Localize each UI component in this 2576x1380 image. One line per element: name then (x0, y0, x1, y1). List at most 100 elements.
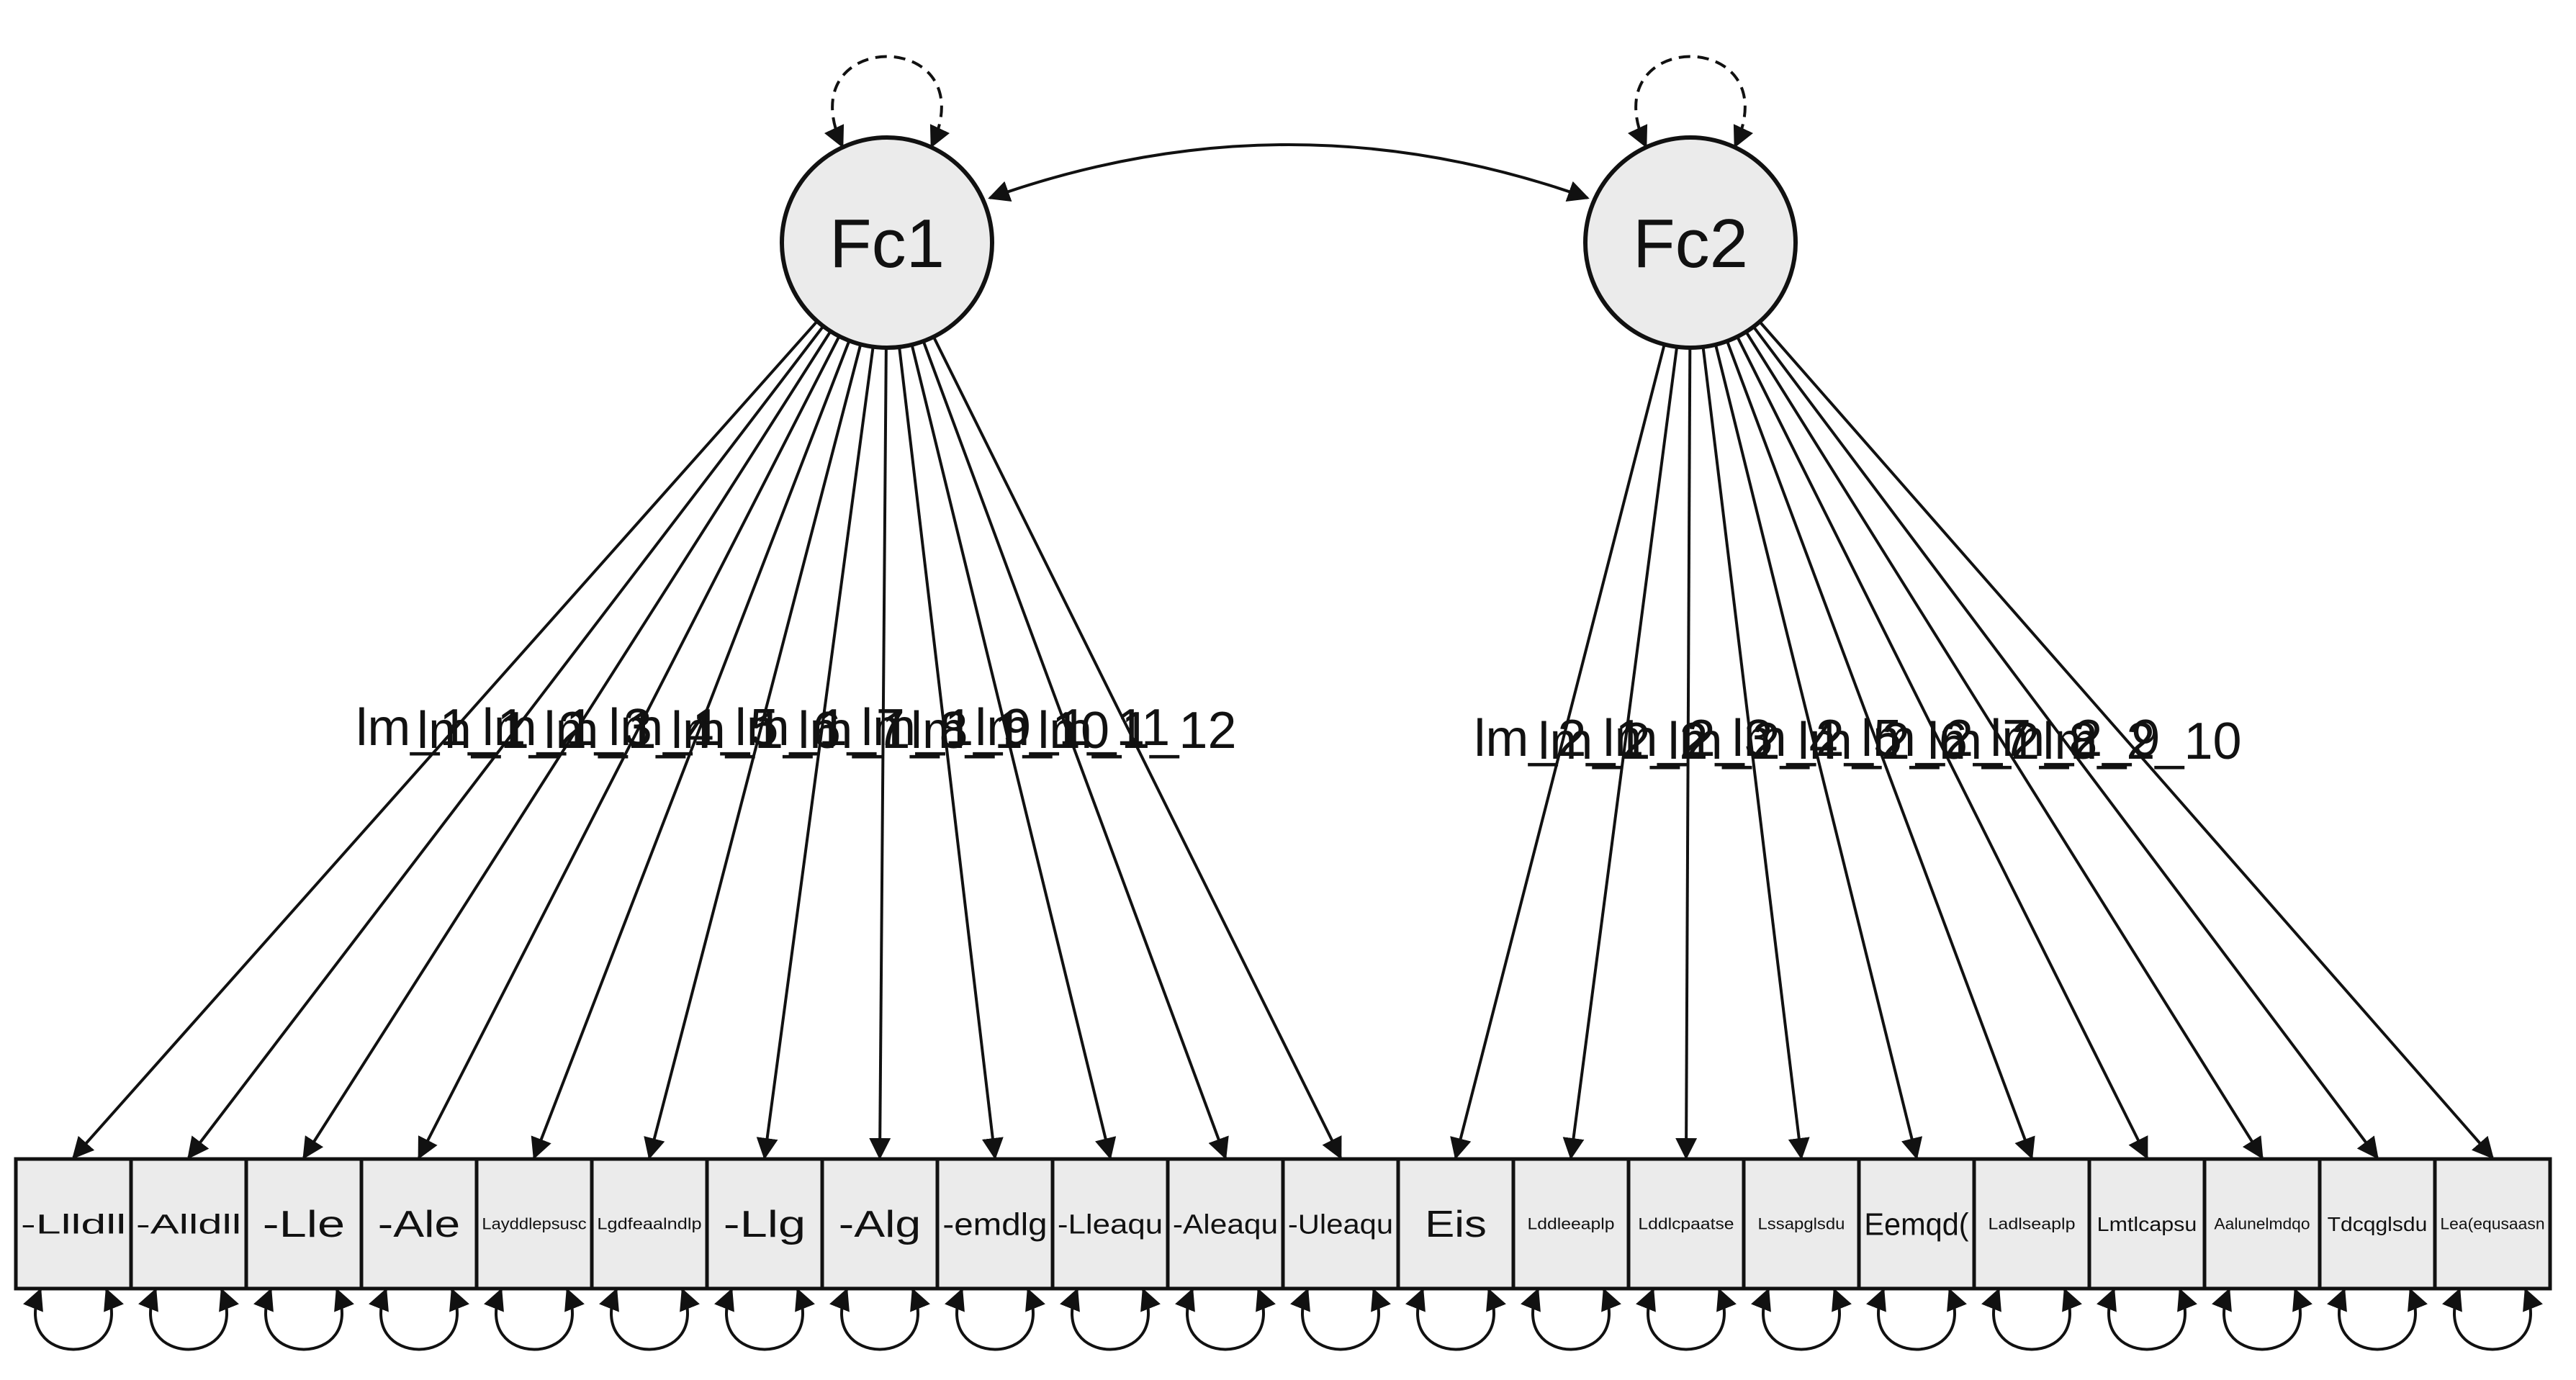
loading-path-8 (869, 347, 891, 1160)
indicator-box-20 (2202, 1157, 2322, 1291)
residual-variance-loop-6 (599, 1288, 700, 1351)
indicator-box-12 (1281, 1157, 1400, 1291)
indicator-label: -Llldll (21, 1209, 126, 1240)
loading-path-21 (1752, 325, 2379, 1160)
indicator-label: Eis (1425, 1204, 1487, 1245)
loading-path-22 (1758, 320, 2494, 1160)
path-coefficient-label: lm_2_8 (1927, 713, 2097, 770)
latent-factor-1 (780, 135, 994, 350)
residual-variance-loop-5 (484, 1288, 585, 1351)
loading-path-18 (1726, 341, 2035, 1160)
indicator-box-16 (1742, 1157, 1861, 1291)
indicator-label: Aalunelmdqo (2214, 1215, 2310, 1233)
loading-path-19 (1736, 335, 2148, 1160)
indicator-label: Tdcqglsdu (2328, 1213, 2428, 1235)
residual-variance-loop-15 (1636, 1288, 1737, 1351)
path-labels-layer: lm_1_1lm_1_2lm_1_3lm_1_4lm_1_5lm_1_6lm_1… (356, 699, 2241, 770)
indicator-label: -Ale (378, 1204, 460, 1245)
loading-path-12 (932, 335, 1342, 1160)
indicator-box-22 (2433, 1157, 2552, 1291)
indicator-label: -emdlg (942, 1207, 1047, 1242)
loading-path-15 (1675, 347, 1698, 1160)
path-coefficient-label: lm_1_4 (544, 702, 713, 759)
path-coefficient-label: lm_1_7 (735, 699, 905, 757)
path-coefficient-label: lm_2_4 (1668, 713, 1838, 770)
path-coefficient-label: lm_2_7 (1861, 710, 2031, 767)
indicator-box-9 (935, 1157, 1055, 1291)
indicator-label: -Alldll (136, 1209, 241, 1240)
path-coefficient-label: lm_1_11 (975, 699, 1170, 757)
nodes-layer: -Llldll -Alldll -Lle -Ale Layddlepsusc Lgdfea… (14, 135, 2552, 1291)
indicator-box-6 (590, 1157, 709, 1291)
residual-variance-loop-20 (2212, 1288, 2312, 1351)
indicator-label: -Lleaqu (1058, 1209, 1163, 1240)
latent-variance-loop-2 (1627, 55, 1754, 148)
path-coefficient-label: lm_1_8 (798, 702, 968, 759)
path-coefficient-label: lm_2_2 (1538, 713, 1708, 770)
residual-variance-loop-2 (138, 1288, 239, 1351)
indicator-box-15 (1626, 1157, 1746, 1291)
indicator-label: Eemqd( (1864, 1207, 1969, 1242)
residual-variance-loop-22 (2442, 1288, 2543, 1351)
path-coefficient-label: lm_1_1 (356, 699, 526, 757)
indicator-label: -Uleaqu (1288, 1209, 1393, 1240)
residual-variance-loop-3 (253, 1288, 354, 1351)
indicator-label: Layddlepsusc (482, 1215, 586, 1233)
residual-variance-loop-21 (2327, 1288, 2428, 1351)
indicator-box-8 (820, 1157, 940, 1291)
path-coefficient-label: lm_1_9 (861, 699, 1031, 757)
residual-variance-loop-1 (23, 1288, 124, 1351)
path-coefficient-label: lm_2_10 (2043, 713, 2241, 770)
residual-variance-loop-18 (1981, 1288, 2082, 1351)
residual-variance-loop-16 (1751, 1288, 1852, 1351)
factor-covariance-arrow (988, 143, 1590, 202)
loading-path-3 (302, 330, 832, 1160)
loading-path-10 (910, 344, 1117, 1160)
residual-variance-loop-8 (829, 1288, 930, 1351)
indicator-label: Lddleeaplp (1528, 1215, 1615, 1233)
indicator-box-19 (2087, 1157, 2207, 1291)
indicator-label: Lea(equsaasn (2440, 1215, 2544, 1233)
factor-covariance-layer (824, 55, 1754, 202)
indicator-box-2 (129, 1157, 248, 1291)
indicator-box-21 (2318, 1157, 2437, 1291)
residual-variance-loop-12 (1290, 1288, 1391, 1351)
loading-path-20 (1744, 330, 2264, 1160)
indicator-label: Lssapglsdu (1758, 1215, 1845, 1233)
loading-path-14 (1562, 346, 1679, 1160)
path-coefficient-label: lm_2_5 (1732, 710, 1902, 767)
latent-factor-label: Fc1 (829, 205, 945, 282)
path-coefficient-label: lm_1_12 (1037, 702, 1236, 759)
residual-variance-loop-10 (1060, 1288, 1161, 1351)
indicator-label: Lddlcpaatse (1638, 1215, 1734, 1233)
path-coefficient-label: lm_2_6 (1798, 713, 1968, 770)
path-coefficient-label: lm_1_5 (608, 699, 778, 757)
residual-variance-loop-13 (1405, 1288, 1506, 1351)
loading-path-13 (1450, 343, 1666, 1160)
indicator-label: Lmtlcapsu (2097, 1213, 2197, 1235)
loading-paths-layer (72, 320, 2494, 1160)
residual-variance-loop-14 (1521, 1288, 1621, 1351)
loading-path-1 (72, 320, 819, 1160)
indicator-label: -Alg (839, 1204, 921, 1245)
residual-variance-loop-19 (2097, 1288, 2197, 1351)
loading-path-7 (756, 346, 875, 1160)
residual-variance-loop-7 (714, 1288, 815, 1351)
loading-path-11 (922, 341, 1229, 1160)
residual-variance-loop-9 (945, 1288, 1045, 1351)
path-coefficient-label: lm_1_3 (482, 699, 652, 757)
indicator-label: Ladlseaplp (1989, 1215, 2076, 1233)
loading-path-17 (1714, 344, 1923, 1160)
indicator-box-4 (359, 1157, 479, 1291)
loading-path-4 (418, 335, 841, 1160)
indicator-label: -Lle (263, 1204, 345, 1245)
residual-variance-loop-17 (1866, 1288, 1967, 1351)
residual-variance-loop-4 (369, 1288, 469, 1351)
residual-variance-loop-11 (1175, 1288, 1276, 1351)
indicator-label: -Aleaqu (1173, 1209, 1278, 1240)
path-coefficient-label: lm_2_3 (1603, 710, 1773, 767)
indicator-box-18 (1972, 1157, 2091, 1291)
indicator-label: Lgdfeaalndlp (597, 1215, 701, 1233)
loading-path-16 (1701, 346, 1810, 1160)
